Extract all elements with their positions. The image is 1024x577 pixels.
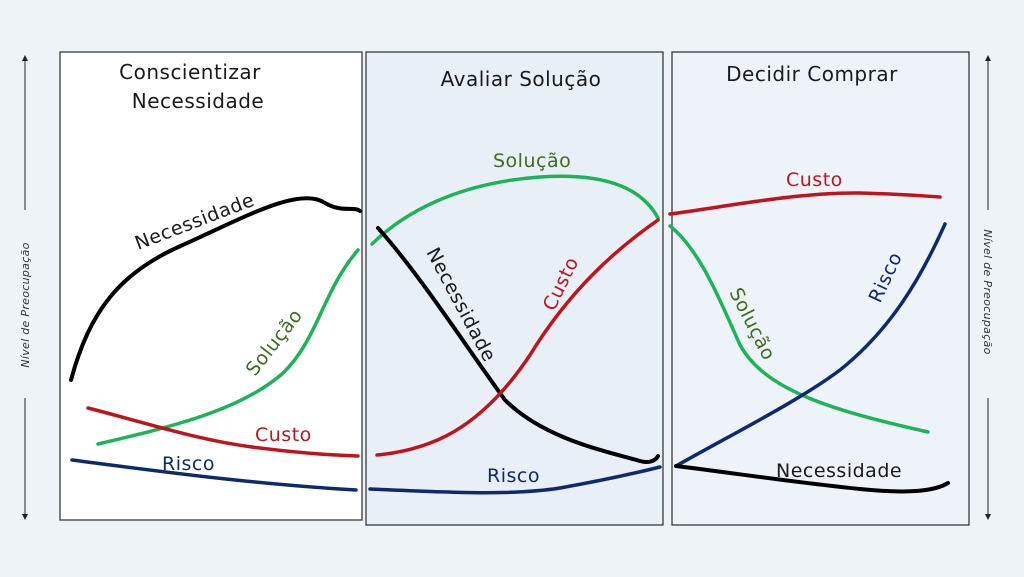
p3-custo-curve bbox=[668, 191, 942, 216]
left-axis-label: Nível de Preocupação bbox=[19, 242, 32, 367]
panel-2-title: Avaliar Solução bbox=[441, 67, 602, 91]
p2-custo-curve bbox=[375, 218, 660, 457]
panel-3-frame bbox=[671, 51, 970, 526]
p3-custo-label: Custo bbox=[786, 169, 843, 191]
left-axis: Nível de Preocupação bbox=[19, 55, 32, 520]
p3-solucao-curve bbox=[668, 224, 930, 434]
panel-3-title: Decidir Comprar bbox=[726, 62, 898, 86]
p2-risco-curve bbox=[368, 465, 662, 495]
p2-solucao-curve bbox=[370, 174, 660, 246]
p1-custo-label: Custo bbox=[255, 424, 312, 446]
panel-1-title: Conscientizar Necessidade bbox=[119, 60, 264, 113]
p1-risco-curve bbox=[70, 458, 358, 492]
p1-necessidade-curve bbox=[69, 196, 362, 382]
p1-risco-label: Risco bbox=[162, 453, 215, 475]
p3-necessidade-curve bbox=[674, 464, 950, 494]
panel-1-title-line-1: Conscientizar bbox=[119, 60, 261, 84]
p3-risco-curve bbox=[674, 222, 947, 468]
right-axis-label: Nível de Preocupação bbox=[981, 229, 994, 354]
panel-1-frame bbox=[59, 51, 363, 521]
right-axis: Nível de Preocupação bbox=[981, 55, 994, 520]
panel-1-title-line-2: Necessidade bbox=[132, 89, 264, 113]
p2-solucao-label: Solução bbox=[493, 150, 571, 172]
p2-risco-label: Risco bbox=[487, 465, 540, 487]
p3-necessidade-label: Necessidade bbox=[776, 460, 902, 482]
p2-necessidade-curve bbox=[376, 226, 660, 465]
p1-custo-curve bbox=[86, 406, 360, 458]
